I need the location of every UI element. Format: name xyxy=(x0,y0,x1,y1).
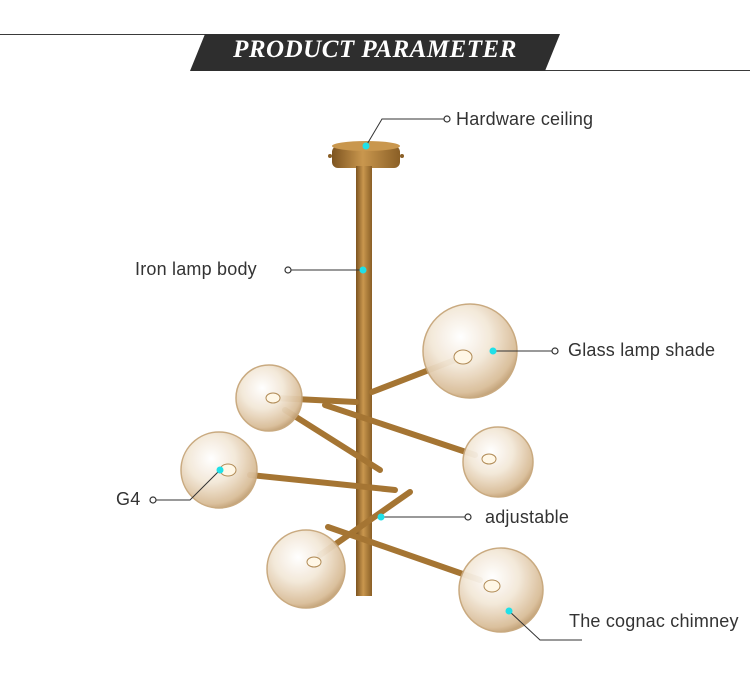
ceiling-canopy xyxy=(328,141,404,168)
leader-lines xyxy=(155,118,582,641)
header-banner xyxy=(190,34,560,71)
header-rule-left xyxy=(0,34,220,35)
callout-hardware-ceiling: Hardware ceiling xyxy=(456,109,594,129)
part-markers xyxy=(216,142,513,615)
leader-end-dots xyxy=(149,115,559,521)
header-rule-right xyxy=(545,70,750,71)
callout-adjustable: adjustable xyxy=(485,507,570,527)
page-title: PRODUCT PARAMETER xyxy=(233,36,517,63)
arms xyxy=(247,355,483,583)
callout-cognac-chimney: The cognac chimney xyxy=(569,611,739,631)
callout-glass-lamp-shade: Glass lamp shade xyxy=(568,340,716,360)
callout-iron-lamp-body: Iron lamp body xyxy=(135,259,257,279)
callout-g4: G4 xyxy=(116,489,141,509)
